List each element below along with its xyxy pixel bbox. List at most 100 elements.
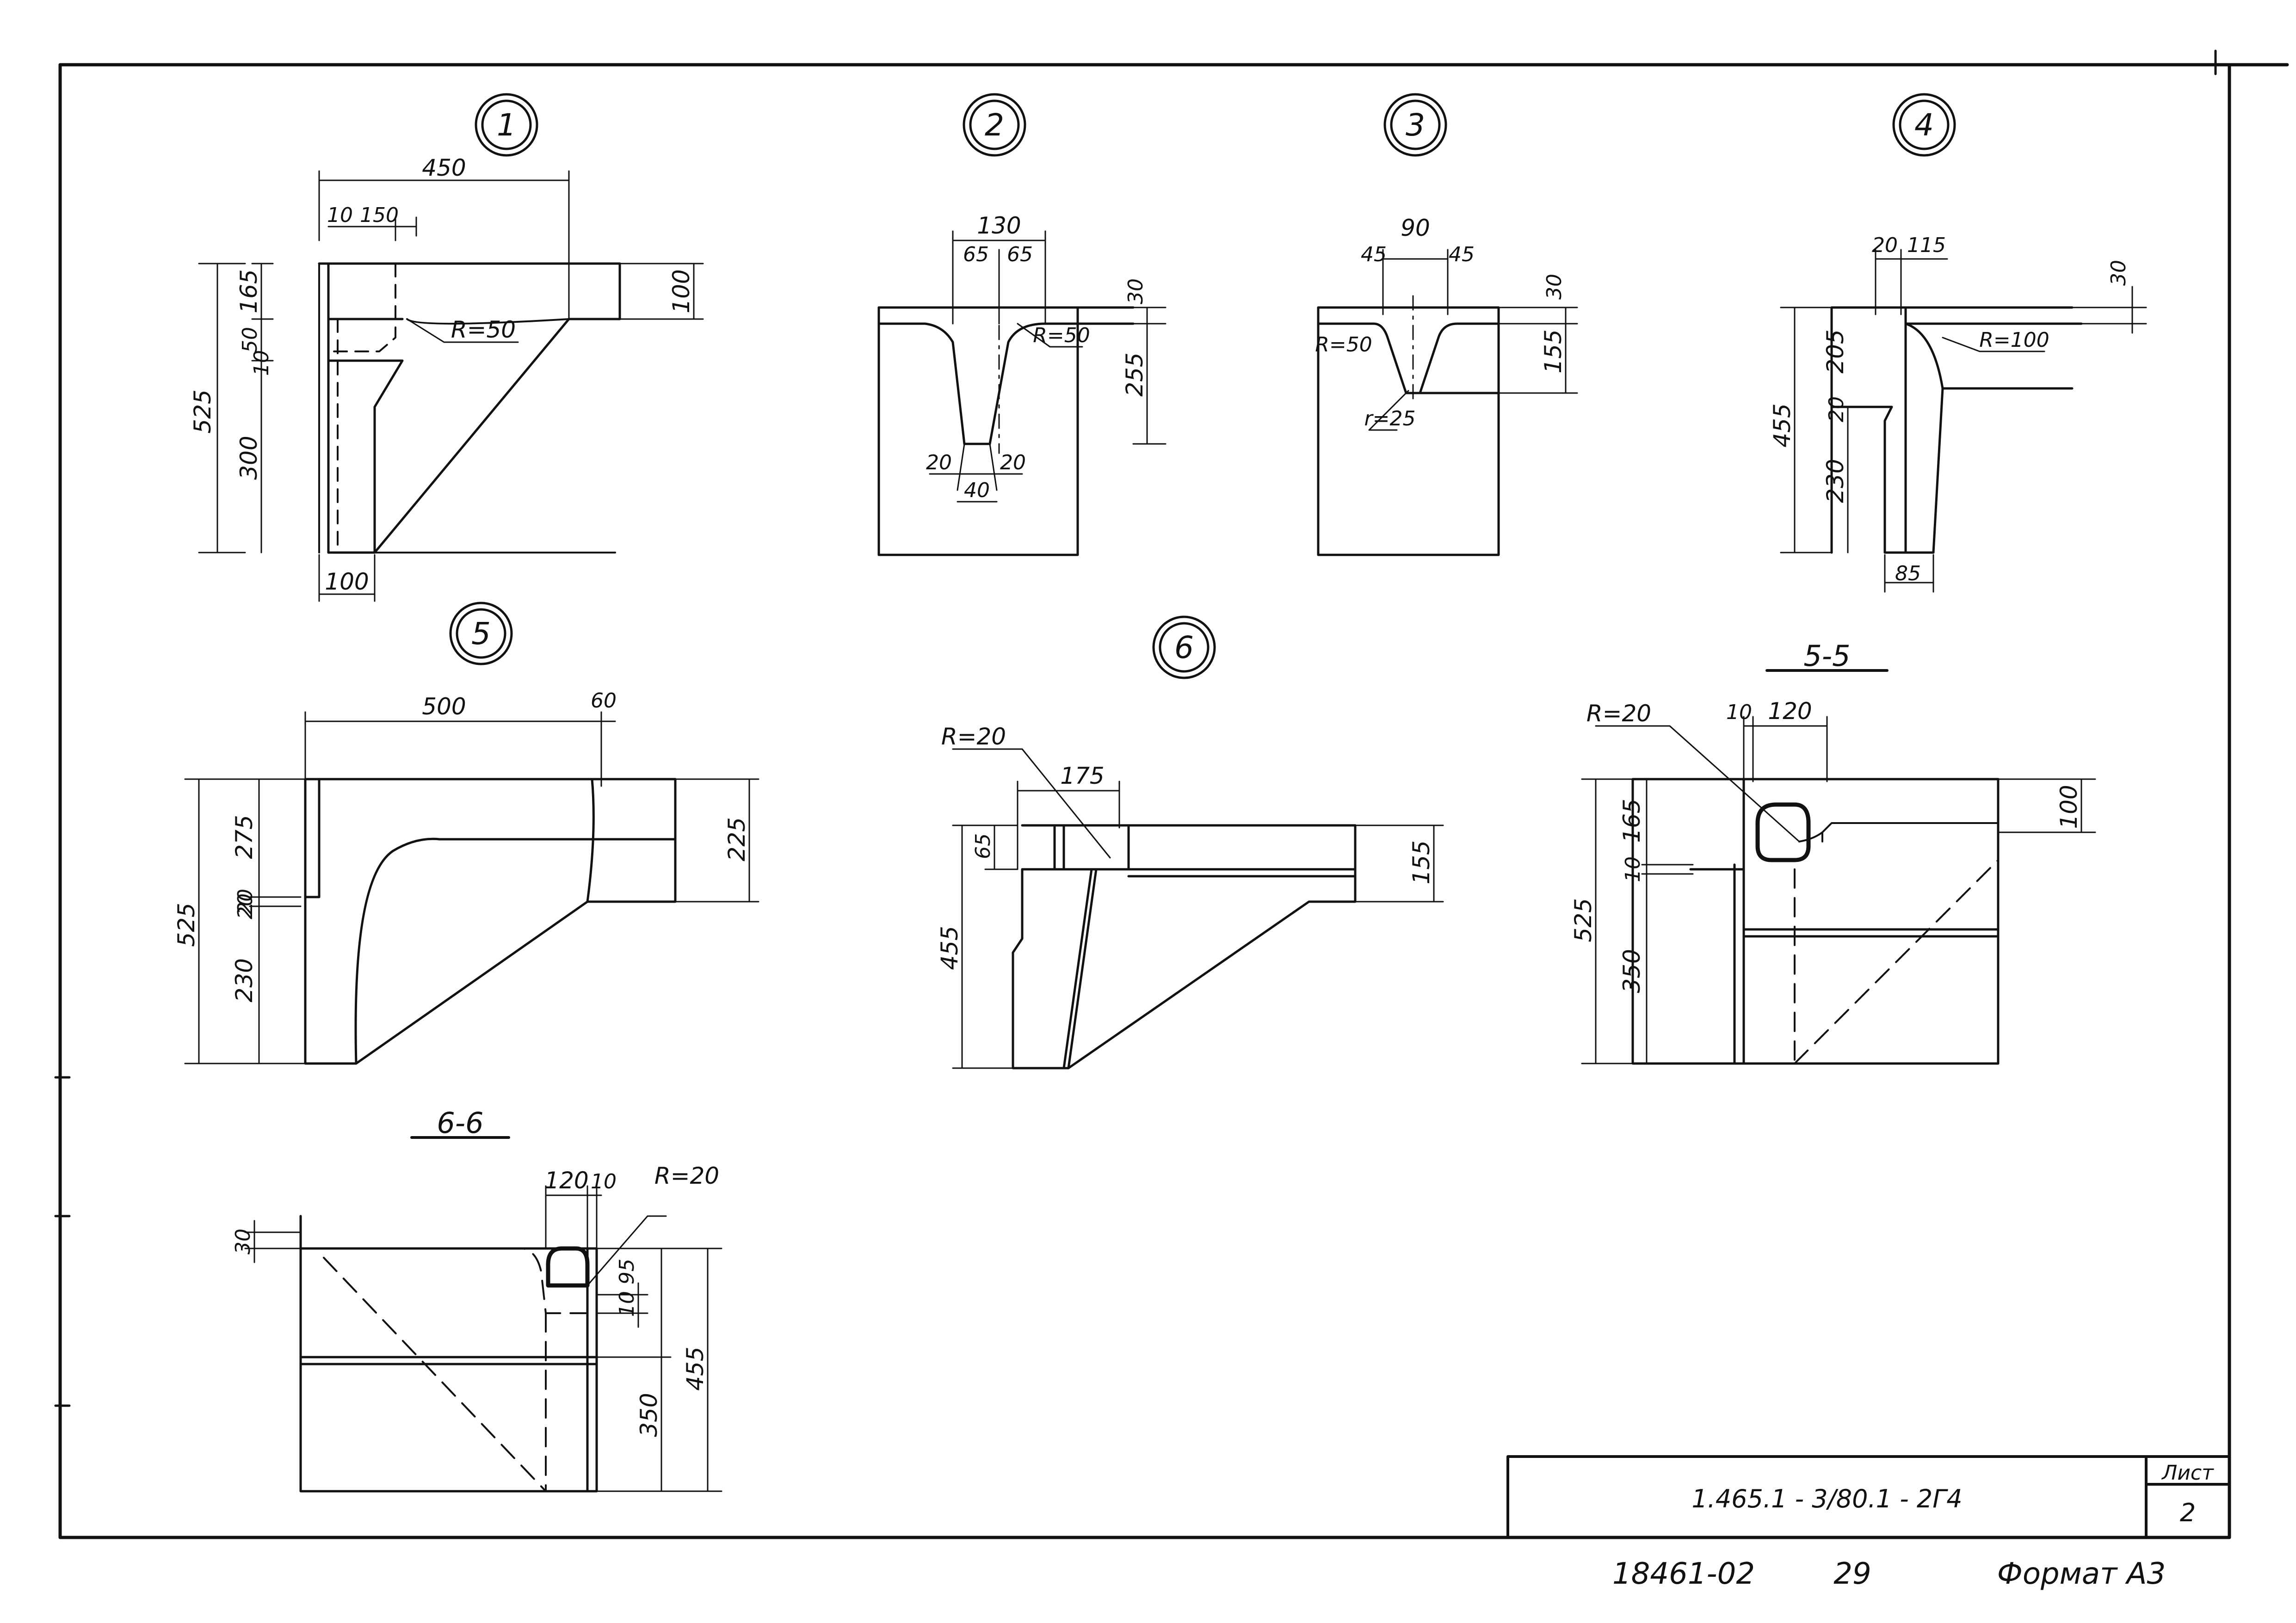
dim-label: 500 <box>422 693 466 720</box>
dim-label: 10 <box>591 1170 617 1193</box>
title-block <box>1506 1455 2231 1539</box>
detail-4 <box>1780 93 2147 593</box>
detail-5-number: 5 <box>471 616 491 652</box>
detail-1 <box>198 93 704 602</box>
dim-label: 45 <box>1449 243 1475 266</box>
detail-1-number: 1 <box>497 107 516 143</box>
dim-label: 100 <box>325 568 369 595</box>
dim-label: 20 <box>1872 234 1898 257</box>
detail-6-number: 6 <box>1174 630 1194 665</box>
detail-3-number: 3 <box>1406 107 1425 143</box>
dim-label: 90 <box>1401 215 1430 241</box>
detail-6-marker <box>1152 615 1216 679</box>
detail-2-marker <box>963 93 1026 157</box>
detail-4-number: 4 <box>1914 107 1934 143</box>
dim-label: 30 <box>1124 278 1148 304</box>
dim-label: 230 <box>1822 459 1849 503</box>
dim-label: 100 <box>668 269 695 313</box>
detail-4-marker <box>1892 93 1956 157</box>
dim-label: 120 <box>1768 698 1812 725</box>
dim-label: 455 <box>936 926 963 970</box>
detail-2-number: 2 <box>985 107 1004 143</box>
section-6-6-label: 6-6 <box>437 1106 483 1140</box>
dim-label: 300 <box>235 436 262 480</box>
dim-label: 30 <box>231 1229 255 1254</box>
dim-label: 155 <box>1408 840 1435 884</box>
dim-label: 10 <box>1726 701 1752 724</box>
sheet-label: Лист <box>2161 1461 2214 1485</box>
dim-label: 525 <box>189 389 216 433</box>
dim-label: 45 <box>1361 243 1387 266</box>
dim-label: R=50 <box>451 316 516 343</box>
dim-label: 225 <box>723 817 750 861</box>
dim-label: R=20 <box>654 1162 719 1189</box>
section-5-5-text: 5-5 R=20 10 120 100 165 10 525 350 <box>1570 639 2082 993</box>
dim-label: 20 <box>1825 396 1848 422</box>
detail-1-dimensions: 450 10 150 165 50 10 525 300 100 100 R=5… <box>189 154 695 595</box>
detail-3-dimensions: 90 45 45 30 155 R=50 r=25 <box>1315 215 1567 430</box>
dim-label: 100 <box>2055 785 2082 829</box>
dim-label: 20 <box>234 893 257 919</box>
detail-5-dimensions: 500 60 525 20 275 20 230 225 <box>173 689 750 1002</box>
dim-label: R=50 <box>1033 324 1090 347</box>
dim-label: 20 <box>926 451 952 474</box>
dim-label: 455 <box>1769 403 1796 447</box>
detail-3 <box>1317 93 1578 556</box>
dim-label: 350 <box>1618 949 1645 993</box>
dim-label: 175 <box>1060 762 1104 789</box>
detail-5 <box>184 602 759 1065</box>
dim-label: 230 <box>231 958 258 1002</box>
dim-label: 40 <box>964 479 990 502</box>
dim-label: 350 <box>636 1393 662 1437</box>
dim-label: R=20 <box>1586 700 1651 727</box>
dim-label: 150 <box>360 203 399 227</box>
detail-1-marker <box>475 93 538 157</box>
detail-6 <box>952 615 1444 1070</box>
dim-label: 205 <box>1822 329 1849 373</box>
dim-label: 20 <box>1000 451 1026 474</box>
section-6-6-text: 6-6 120 10 R=20 30 10 95 350 455 <box>231 1106 719 1437</box>
dim-label: 155 <box>1540 329 1567 373</box>
dim-label: 30 <box>2107 260 2130 286</box>
inventory-number: 18461-02 <box>1612 1557 1755 1591</box>
detail-6-dimensions: R=20 175 65 455 155 <box>936 723 1435 970</box>
title-block-text: 1.465.1 - 3/80.1 - 2Г4 Лист 2 18461-02 2… <box>1612 1461 2214 1591</box>
dim-label: 20 <box>234 889 257 915</box>
detail-4-dimensions: 20 115 30 205 455 20 230 85 R=100 <box>1769 234 2130 585</box>
dim-label: r=25 <box>1364 407 1416 430</box>
drawing-frame <box>54 49 2289 1539</box>
dim-label: 10 <box>1621 856 1645 882</box>
dim-label: 30 <box>1543 274 1566 300</box>
dim-label: 275 <box>231 815 258 859</box>
dim-label: 165 <box>235 269 262 313</box>
document-code: 1.465.1 - 3/80.1 - 2Г4 <box>1691 1484 1962 1513</box>
detail-3-marker <box>1383 93 1447 157</box>
dim-label: 455 <box>682 1346 709 1390</box>
dim-label: 120 <box>544 1167 588 1194</box>
dim-label: 85 <box>1895 562 1921 585</box>
dim-label: R=20 <box>941 723 1006 750</box>
inventory-page: 29 <box>1833 1557 1871 1591</box>
dim-label: 50 <box>238 327 262 353</box>
section-5-5-label: 5-5 <box>1803 639 1850 673</box>
dim-label: 95 <box>615 1259 639 1285</box>
dim-label: 450 <box>422 154 466 181</box>
dim-label: 10 <box>615 1291 639 1317</box>
dim-label: 65 <box>971 833 995 859</box>
paper-format: Формат А3 <box>1997 1557 2166 1591</box>
detail-2-dimensions: 130 65 65 30 255 R=50 20 20 40 <box>926 212 1148 502</box>
dim-label: 115 <box>1907 234 1946 257</box>
dim-label: R=50 <box>1315 333 1372 357</box>
detail-2 <box>877 93 1167 556</box>
dim-label: 10 <box>327 203 353 227</box>
dim-label: 525 <box>1570 898 1597 942</box>
dim-label: 130 <box>977 212 1021 239</box>
sheet-number: 2 <box>2180 1498 2196 1527</box>
dim-label: 65 <box>1007 243 1033 266</box>
dim-label: R=100 <box>1979 328 2049 352</box>
dim-label: 255 <box>1121 352 1148 396</box>
section-5-5 <box>1581 669 2096 1065</box>
dim-label: 65 <box>963 243 989 266</box>
detail-numbers: 1 2 3 4 5 6 <box>471 107 1934 665</box>
